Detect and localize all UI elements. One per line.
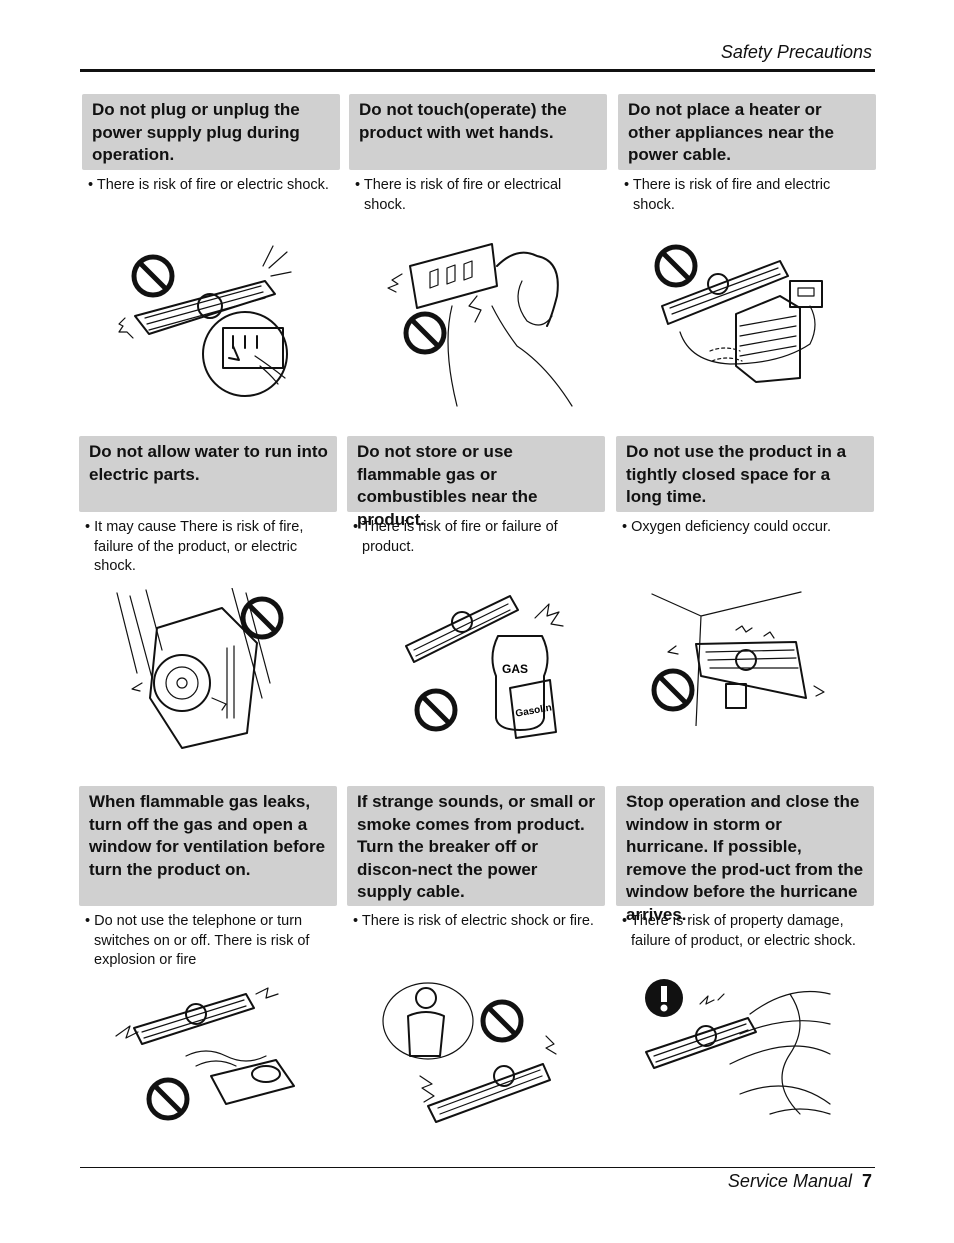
safety-heading: Do not store or use flammable gas or com… xyxy=(347,436,605,529)
safety-item-2: Do not touch(operate) the product with w… xyxy=(349,94,607,215)
safety-note: • It may cause There is risk of fire, fa… xyxy=(85,519,304,574)
safety-item-3: Do not place a heater or other appliance… xyxy=(618,94,876,215)
header-divider xyxy=(80,69,875,72)
safety-note: • There is risk of fire or electric shoc… xyxy=(88,177,329,193)
strange-sound-illustration xyxy=(382,982,557,1123)
prohibition-icon xyxy=(131,254,175,298)
safety-note: • Oxygen deficiency could occur. xyxy=(622,519,831,535)
safety-item-4: Do not allow water to run into electric … xyxy=(79,436,337,577)
gasolin-label: Gasolin xyxy=(515,702,553,719)
safety-heading: Do not plug or unplug the power supply p… xyxy=(82,94,340,170)
safety-note: • There is risk of fire and electric sho… xyxy=(624,177,831,213)
hurricane-illustration xyxy=(645,979,831,1115)
prohibition-icon xyxy=(403,311,447,355)
prohibition-icon xyxy=(240,596,284,640)
safety-heading: When flammable gas leaks, turn off the g… xyxy=(79,786,337,906)
prohibition-icon xyxy=(414,688,458,732)
page-header-title: Safety Precautions xyxy=(720,42,872,62)
safety-item-8: If strange sounds, or small or smoke com… xyxy=(347,786,605,932)
page-number: 7 xyxy=(861,1171,872,1191)
prohibition-icon xyxy=(654,244,698,288)
gas-label: GAS xyxy=(502,662,528,676)
water-illustration xyxy=(116,588,284,749)
prohibition-icon xyxy=(651,668,695,712)
safety-note: • Do not use the telephone or turn switc… xyxy=(85,913,310,968)
prohibition-icon xyxy=(480,999,524,1043)
safety-item-1: Do not plug or unplug the power supply p… xyxy=(82,94,340,196)
wet-hands-illustration xyxy=(387,243,573,407)
unplug-illustration xyxy=(118,245,292,397)
safety-item-5: Do not store or use flammable gas or com… xyxy=(347,436,605,557)
safety-heading: Do not touch(operate) the product with w… xyxy=(349,94,607,170)
safety-note: • There is risk of fire or electrical sh… xyxy=(355,177,562,213)
safety-item-7: When flammable gas leaks, turn off the g… xyxy=(79,786,337,971)
safety-heading: Do not allow water to run into electric … xyxy=(79,436,337,512)
safety-item-6: Do not use the product in a tightly clos… xyxy=(616,436,874,538)
safety-heading: Do not use the product in a tightly clos… xyxy=(616,436,874,512)
closed-space-illustration xyxy=(651,591,825,726)
footer-label: Service Manual xyxy=(727,1171,852,1191)
safety-heading: Do not place a heater or other appliance… xyxy=(618,94,876,170)
safety-note: • There is risk of fire or failure of pr… xyxy=(353,519,558,555)
safety-note: • There is risk of electric shock or fir… xyxy=(353,913,594,929)
safety-item-9: Stop operation and close the window in s… xyxy=(616,786,874,951)
safety-heading: Stop operation and close the window in s… xyxy=(616,786,874,924)
prohibition-icon xyxy=(146,1077,190,1121)
gas-leak-illustration xyxy=(115,987,295,1121)
footer-divider xyxy=(80,1167,875,1168)
gas-illustration: GAS Gasolin xyxy=(405,595,564,739)
safety-heading: If strange sounds, or small or smoke com… xyxy=(347,786,605,906)
safety-note: • There is risk of property damage, fail… xyxy=(622,913,856,949)
heater-illustration xyxy=(654,244,823,383)
page-footer: Service Manual 7 xyxy=(728,1171,872,1192)
